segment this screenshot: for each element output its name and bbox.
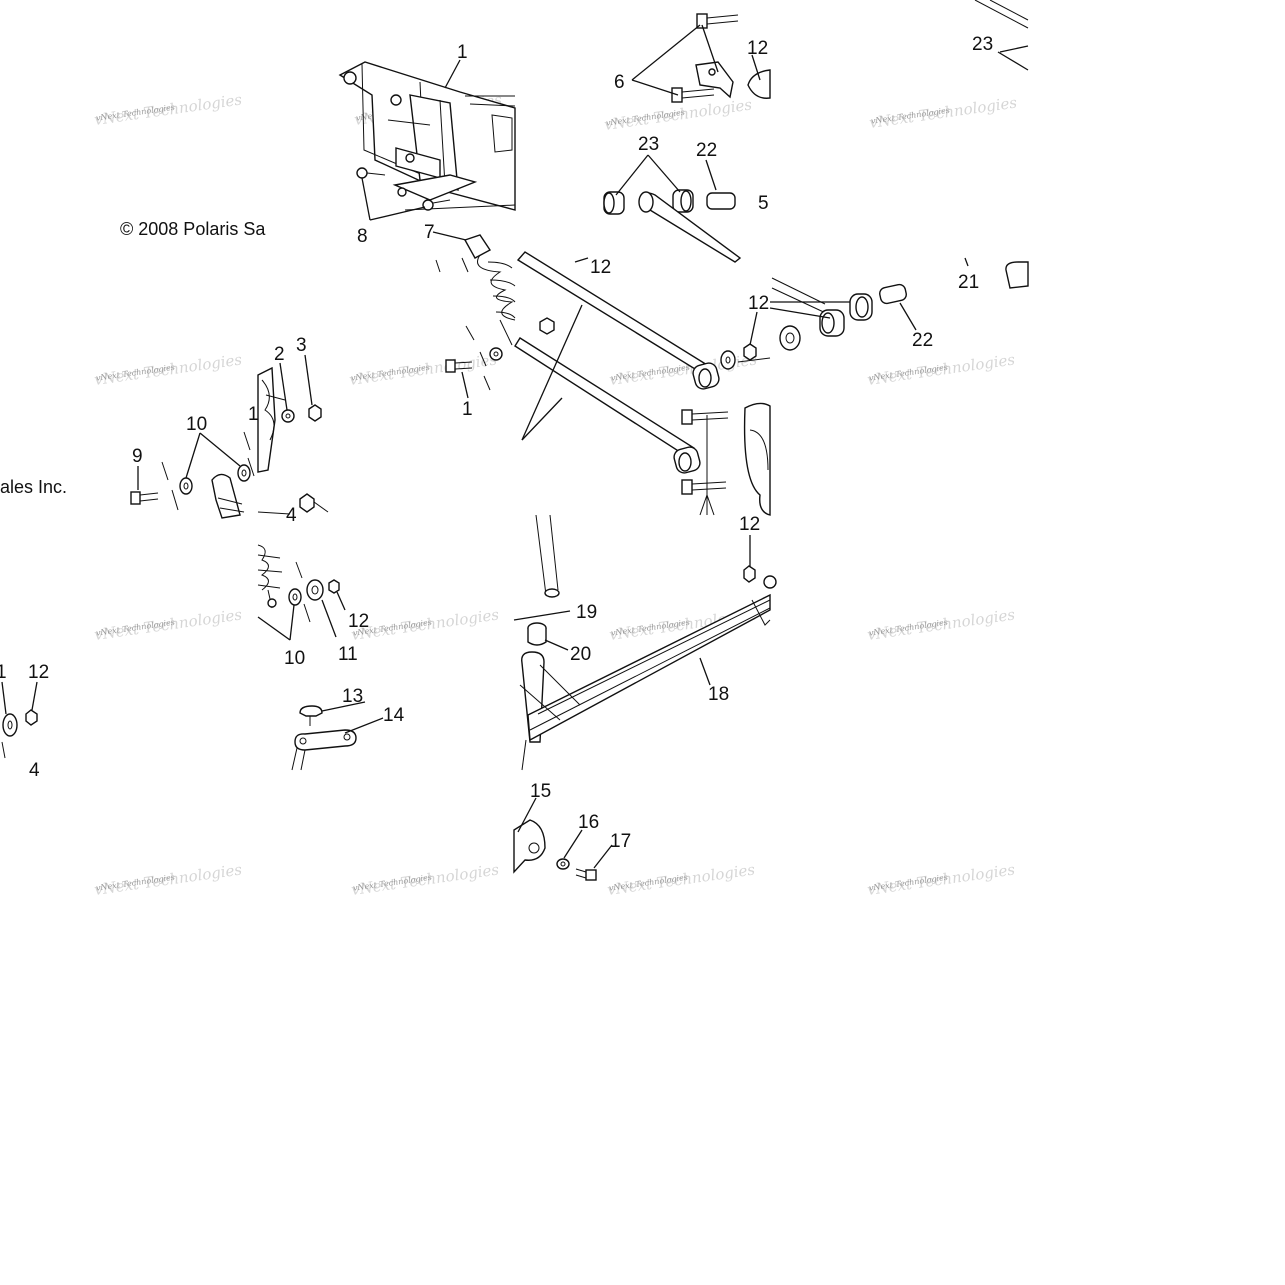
- callout-17: 17: [610, 831, 631, 852]
- callout-5: 5: [758, 193, 769, 214]
- callout-6: 6: [614, 72, 625, 93]
- callout-14: 14: [383, 705, 405, 726]
- watermark: vNext Technologies vNext Technologies: [93, 860, 243, 899]
- nut: [328, 579, 340, 594]
- callout-12: 12: [748, 293, 769, 314]
- washer: [281, 409, 295, 423]
- callout-4: 4: [29, 760, 40, 781]
- shock-absorber: [432, 231, 516, 346]
- callout-22: 22: [912, 330, 933, 351]
- callout-7: 7: [424, 222, 435, 243]
- watermark: vNext Technologies vNext Technologies: [348, 350, 498, 389]
- watermark: vNext Technologies vNext Technologies: [93, 605, 243, 644]
- callout-22: 22: [696, 140, 717, 161]
- callout-3: 3: [296, 335, 307, 356]
- sleeve: [706, 192, 736, 210]
- callout-12: 12: [747, 38, 768, 59]
- callout-23: 23: [638, 134, 659, 155]
- callout-4: 4: [286, 505, 297, 526]
- callout-9: 1: [462, 399, 473, 420]
- watermark: vNext Technologies vNext Technologies: [93, 90, 243, 129]
- bolt: [445, 359, 473, 373]
- callout-12: 12: [348, 611, 369, 632]
- upper-a-arm: [445, 13, 771, 516]
- watermark: vNext Technologies vNext Technologies: [866, 860, 1016, 899]
- bolt: [681, 409, 729, 425]
- frame-bracket-assembly: [338, 59, 516, 221]
- callout-12: 12: [739, 514, 760, 535]
- sleeve: [879, 283, 907, 305]
- callout-13: 13: [342, 686, 363, 707]
- washer: [288, 588, 302, 606]
- callout-2: 2: [274, 344, 285, 365]
- bolt: [356, 167, 386, 179]
- watermark: vNext Technologies vNext Technologies: [350, 860, 500, 899]
- washer: [179, 477, 193, 495]
- washer: [779, 325, 801, 351]
- bushing: [672, 189, 694, 213]
- callout-15: 15: [530, 781, 551, 802]
- callout-10: 10: [284, 648, 305, 669]
- callout-21: 21: [958, 272, 979, 293]
- bolt: [575, 868, 597, 881]
- callout-19: 19: [576, 602, 597, 623]
- bushing: [527, 622, 547, 646]
- watermark: vNext Technologies vNext Technologies: [606, 860, 756, 899]
- washer: [489, 347, 503, 361]
- callout-10: 10: [186, 414, 207, 435]
- callout-18: 18: [708, 684, 729, 705]
- bolt: [130, 491, 159, 505]
- shock-lower-assembly: [257, 544, 384, 771]
- callout-23: 23: [972, 34, 993, 55]
- nut-washer-stack: [720, 311, 771, 370]
- watermark: vNext Technologies vNext Technologies: [93, 350, 243, 389]
- callout-1: 1: [457, 42, 468, 63]
- callout-12: 12: [28, 662, 49, 683]
- watermark: vNext Technologies vNext Technologies: [868, 93, 1018, 132]
- bolt: [422, 199, 451, 211]
- washer: [237, 464, 251, 482]
- nut: [308, 404, 322, 422]
- watermark: vNext Technologies vNext Technologies: [866, 350, 1016, 389]
- bolt: [671, 87, 715, 103]
- rear-shock-assembly: [130, 354, 329, 519]
- upper-arm-bushings: [769, 0, 1029, 351]
- nut: [743, 565, 756, 583]
- callout-9: 9: [132, 446, 143, 467]
- edge-parts-left: [1, 681, 38, 759]
- callout-11: 11: [338, 644, 358, 665]
- callout-8: 8: [357, 226, 368, 247]
- callout-16: 16: [578, 812, 599, 833]
- copyright-text-right: ales Inc.: [0, 477, 67, 497]
- washer: [306, 579, 324, 601]
- callout-1: 1: [0, 662, 7, 683]
- bushing: [603, 191, 625, 215]
- watermark: vNext Technologies vNext Technologies: [350, 605, 500, 644]
- copyright-text-left: © 2008 Polaris Sa: [120, 219, 266, 239]
- bushing: [849, 293, 873, 321]
- bushing: [819, 309, 845, 337]
- washer: [556, 858, 570, 870]
- nut: [539, 317, 555, 335]
- callout-12: 12: [590, 257, 611, 278]
- bolt: [681, 479, 727, 495]
- lower-a-arm: [513, 514, 777, 881]
- watermark: vNext Technologies vNext Technologies: [866, 605, 1016, 644]
- bolt: [696, 13, 739, 29]
- callout-1: 1: [248, 404, 259, 425]
- callout-20: 20: [570, 644, 591, 665]
